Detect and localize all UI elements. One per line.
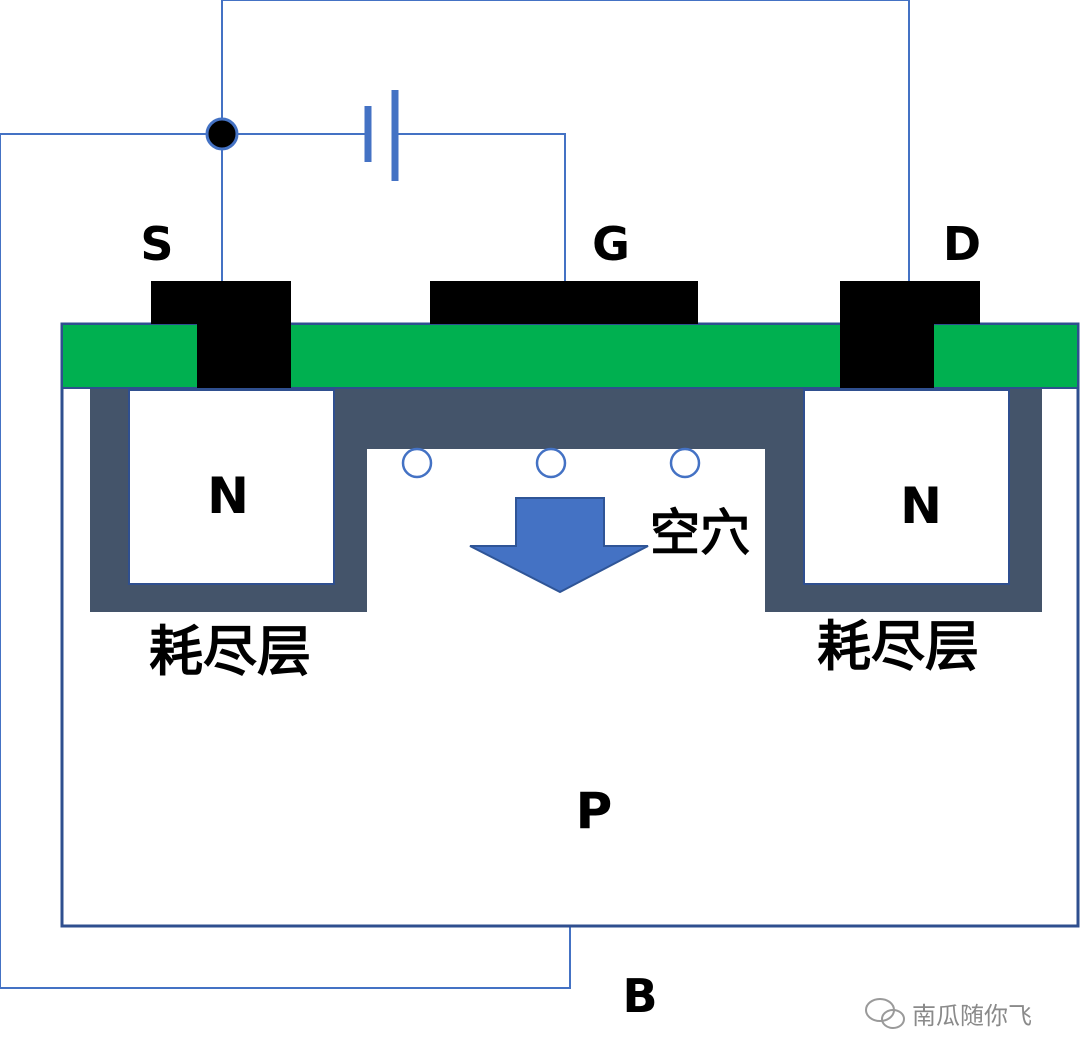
n-left-label: N — [207, 467, 249, 525]
hole-flow-arrow-icon — [469, 497, 649, 594]
watermark: 南瓜随你飞 — [865, 998, 1032, 1030]
watermark-text: 南瓜随你飞 — [912, 1002, 1032, 1030]
hole-circle — [669, 447, 701, 479]
junction-node — [205, 117, 239, 151]
depletion-right-label: 耗尽层 — [817, 615, 979, 678]
hole-circle — [535, 447, 567, 479]
drain-contact-top — [840, 281, 980, 324]
gate-label: G — [592, 217, 630, 271]
source-contact-top — [151, 281, 291, 324]
depletion-left-label: 耗尽层 — [149, 620, 311, 683]
n-region-right — [803, 389, 1010, 585]
gate-contact — [430, 281, 698, 324]
battery-icon — [364, 90, 399, 181]
p-substrate-label: P — [576, 782, 613, 840]
source-contact-plug — [197, 324, 291, 388]
body-source-wire — [0, 133, 571, 989]
n-region-left — [128, 389, 335, 585]
body-label: B — [622, 969, 657, 1023]
holes — [401, 447, 701, 479]
wechat-icon — [865, 998, 905, 1029]
source-label: S — [140, 217, 173, 271]
holes-label: 空穴 — [650, 504, 750, 562]
n-right-label: N — [900, 477, 942, 535]
hole-circle — [401, 447, 433, 479]
source-gate-wire — [222, 133, 566, 282]
drain-label: D — [943, 217, 981, 271]
drain-contact-plug — [840, 324, 934, 388]
